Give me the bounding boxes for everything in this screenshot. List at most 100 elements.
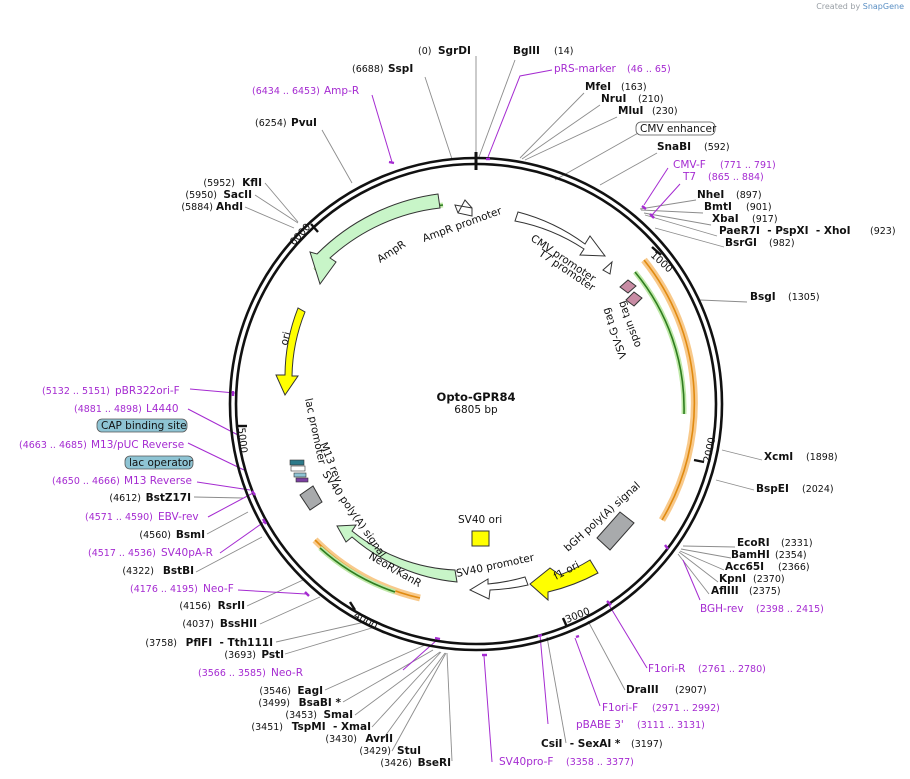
- primer-amp-r: Amp-R: [324, 85, 359, 97]
- enzyme-pos: (163): [621, 82, 647, 93]
- enzyme-pos: (592): [704, 142, 730, 153]
- feature-f1-ori[interactable]: [529, 559, 599, 602]
- feature-sv40-polya[interactable]: [299, 485, 323, 511]
- enzyme-pos: (3693): [224, 650, 256, 661]
- feature-t7-promoter[interactable]: [602, 260, 613, 275]
- label-ori: ori: [278, 330, 293, 346]
- enzyme-avrii: AvrII: [365, 733, 393, 745]
- feature-neor-kanr[interactable]: [336, 524, 458, 583]
- enzyme-ecori: EcoRI: [737, 537, 770, 549]
- enzyme-pvui: PvuI: [291, 117, 317, 129]
- snapgene-logo: SnapGene: [862, 2, 904, 11]
- enzyme-pos: (5950): [185, 190, 217, 201]
- enzyme-pos: (2331): [781, 538, 813, 549]
- primer-range: (4517 .. 4536): [88, 548, 156, 559]
- primer-marks: [231, 157, 669, 657]
- feature-lac-promoter[interactable]: [290, 465, 306, 472]
- primer-range: (4881 .. 4898): [74, 404, 142, 415]
- enzyme-pos: (4612): [109, 493, 141, 504]
- feature-sv40-ori[interactable]: [471, 530, 490, 547]
- enzyme-bsabi: BsaBI *: [299, 697, 342, 709]
- enzyme-pos: (210): [638, 94, 664, 105]
- feature-sv40-promoter[interactable]: [468, 576, 529, 600]
- enzyme-bamhi: BamHI: [731, 549, 770, 561]
- primer-m13-reverse: M13 Reverse: [124, 475, 192, 487]
- feature-ampr-promoter[interactable]: [454, 199, 473, 217]
- primer-f1ori-f: F1ori-F: [602, 702, 638, 714]
- primer-range: (3111 .. 3131): [637, 720, 705, 731]
- primer-range: (3358 .. 3377): [566, 757, 634, 768]
- primer-bgh-rev: BGH-rev: [700, 603, 744, 615]
- enzyme-pos: (5952): [203, 178, 235, 189]
- plasmid-name: Opto-GPR84: [437, 390, 516, 404]
- enzyme-pos: (1898): [806, 452, 838, 463]
- enzyme-xcmi: XcmI: [764, 451, 793, 463]
- primer-leaders: [187, 69, 701, 763]
- feature-cmv-promoter[interactable]: [514, 211, 607, 257]
- enzyme-nhei: NheI: [697, 189, 724, 201]
- primer-labels[interactable]: pRS-marker (46 .. 65) (6434 .. 6453) Amp…: [19, 63, 824, 768]
- enzyme-pos: (982): [769, 238, 795, 249]
- enzyme-pos: (3197): [631, 739, 663, 750]
- enzyme-mfei: MfeI: [585, 81, 611, 93]
- primer-range: (2971 .. 2992): [652, 703, 720, 714]
- enzyme-pos: (5884): [181, 202, 213, 213]
- enzyme-bmti: BmtI: [704, 201, 732, 213]
- enzyme-bsgi: BsgI: [750, 291, 776, 303]
- primer-range: (6434 .. 6453): [252, 86, 320, 97]
- enzyme-pos: (2024): [802, 484, 834, 495]
- primer-range: (3566 .. 3585): [198, 668, 266, 679]
- enzyme-ahdi: AhdI: [216, 201, 243, 213]
- tick-label-5000: 5000: [235, 427, 249, 453]
- feature-ampr[interactable]: [309, 193, 441, 286]
- boxed-lac-operator: lac operator: [129, 457, 193, 469]
- enzyme-labels-right[interactable]: NheI (897) BmtI (901) XbaI (917) PaeR7I …: [541, 189, 896, 750]
- enzyme-sgrdi: SgrDI: [438, 45, 471, 57]
- feature-bgh-polya[interactable]: [596, 511, 635, 551]
- enzyme-bseri: BseRI: [418, 757, 451, 769]
- enzyme-bsrgi: BsrGI: [725, 237, 757, 249]
- primer-range: (5132 .. 5151): [42, 386, 110, 397]
- enzyme-rsrii: RsrII: [218, 600, 245, 612]
- enzyme-paer7i-pspxi-xhoi: PaeR7I - PspXI - XhoI: [719, 225, 851, 237]
- enzyme-eagi: EagI: [297, 685, 323, 697]
- label-ampr-promoter: AmpR promoter: [421, 205, 504, 245]
- enzyme-pos: (901): [746, 202, 772, 213]
- features[interactable]: [275, 193, 643, 602]
- enzyme-labels-left[interactable]: (5952) KflI (5950) SacII (5884) AhdI (46…: [109, 177, 451, 769]
- primer-sv40pa-r: SV40pA-R: [161, 547, 213, 559]
- enzyme-pos: (3426): [380, 758, 412, 769]
- enzyme-pos: (2907): [675, 685, 707, 696]
- enzyme-pos: (14): [554, 46, 574, 57]
- enzyme-pos: (6688): [352, 64, 384, 75]
- enzyme-pos: (4322): [122, 566, 154, 577]
- feature-cap-site[interactable]: [295, 477, 309, 483]
- primer-neo-r: Neo-R: [271, 667, 303, 679]
- feature-vsvg-tag[interactable]: [625, 291, 643, 307]
- enzyme-pos: (897): [736, 190, 762, 201]
- label-sv40-polya: SV40 poly(A) signal: [320, 469, 389, 560]
- feature-lac-operator[interactable]: [293, 472, 307, 478]
- enzyme-pos: (3758): [145, 638, 177, 649]
- feature-m13-rev[interactable]: [289, 459, 305, 466]
- enzyme-pos: (2366): [778, 562, 810, 573]
- primer-m13-puc-reverse: M13/pUC Reverse: [91, 439, 184, 451]
- primer-ebv-rev: EBV-rev: [158, 511, 199, 523]
- enzyme-bsmi: BsmI: [176, 529, 205, 541]
- enzyme-psti: PstI: [261, 649, 284, 661]
- enzyme-pos: (3430): [325, 734, 357, 745]
- enzyme-bspei: BspEI: [756, 483, 789, 495]
- enzyme-draiii: DraIII: [626, 684, 659, 696]
- enzyme-pos: (1305): [788, 292, 820, 303]
- label-ampr: AmpR: [375, 238, 408, 265]
- feature-ori[interactable]: [275, 307, 306, 397]
- enzyme-pos: (2370): [753, 574, 785, 585]
- leader-lines: [193, 56, 763, 762]
- label-sv40-promoter: SV40 promoter: [455, 552, 536, 580]
- boxed-cmv-enhancer: CMV enhancer: [640, 123, 717, 135]
- enzyme-labels-top[interactable]: (0) SgrDI (14) BglII (6688) SspI (6254) …: [255, 45, 730, 153]
- label-sv40-ori: SV40 ori: [458, 514, 502, 526]
- feature-opsin-tag[interactable]: [619, 279, 637, 294]
- enzyme-pos: (917): [752, 214, 778, 225]
